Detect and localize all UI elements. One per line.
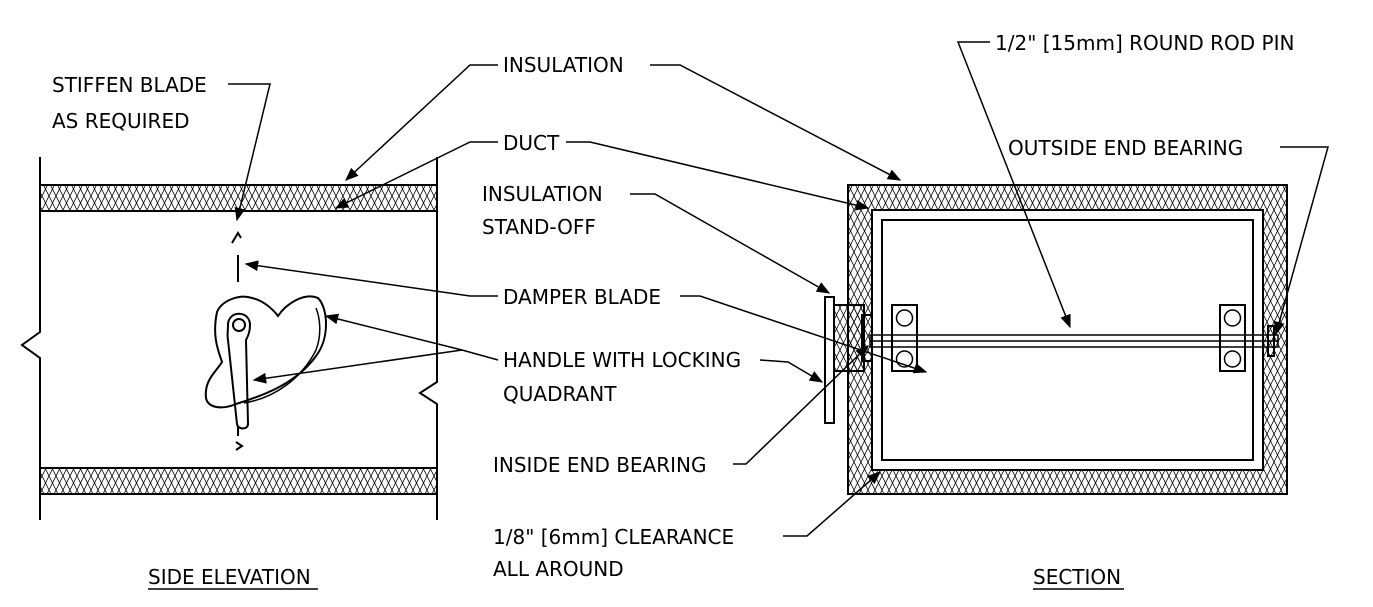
right-break-line bbox=[418, 157, 438, 520]
label-outside-end-bearing: OUTSIDE END BEARING bbox=[1008, 136, 1243, 160]
label-stiffen-blade-1: STIFFEN BLADE bbox=[52, 73, 207, 97]
side-elevation-view bbox=[20, 157, 438, 520]
duct-wall bbox=[871, 209, 1264, 471]
section-view bbox=[824, 184, 1288, 495]
label-damper-blade: DAMPER BLADE bbox=[503, 285, 661, 309]
standoff-plate bbox=[824, 296, 835, 424]
label-clearance-1: 1/8" [6mm] CLEARANCE bbox=[493, 525, 734, 549]
locking-quadrant bbox=[204, 295, 327, 409]
label-insulation: INSULATION bbox=[503, 53, 624, 77]
top-insulation-band bbox=[40, 185, 437, 211]
label-duct: DUCT bbox=[503, 131, 560, 155]
leader-lines bbox=[228, 41, 1329, 537]
damper-blade-frame bbox=[881, 219, 1254, 461]
label-handle-1: HANDLE WITH LOCKING bbox=[503, 348, 741, 372]
damper-blade-dash bbox=[231, 231, 244, 451]
label-stiffen-blade-2: AS REQUIRED bbox=[52, 109, 189, 133]
label-clearance-2: ALL AROUND bbox=[493, 557, 624, 581]
label-handle-2: QUADRANT bbox=[503, 382, 617, 406]
title-side-elevation: SIDE ELEVATION bbox=[148, 565, 311, 589]
label-inside-end-bearing: INSIDE END BEARING bbox=[493, 453, 707, 477]
bottom-insulation-band bbox=[40, 468, 437, 494]
outside-bearing-block bbox=[1219, 304, 1246, 372]
left-break-line bbox=[20, 157, 41, 520]
standoff-block bbox=[833, 304, 865, 372]
handle-icon bbox=[226, 312, 252, 430]
label-insulation-standoff-2: STAND-OFF bbox=[482, 215, 596, 239]
title-section: SECTION bbox=[1033, 565, 1121, 589]
label-rod-pin: 1/2" [15mm] ROUND ROD PIN bbox=[995, 31, 1294, 55]
label-insulation-standoff-1: INSULATION bbox=[482, 182, 603, 206]
section-insulation bbox=[848, 185, 1287, 494]
inside-bearing-block bbox=[891, 304, 918, 372]
